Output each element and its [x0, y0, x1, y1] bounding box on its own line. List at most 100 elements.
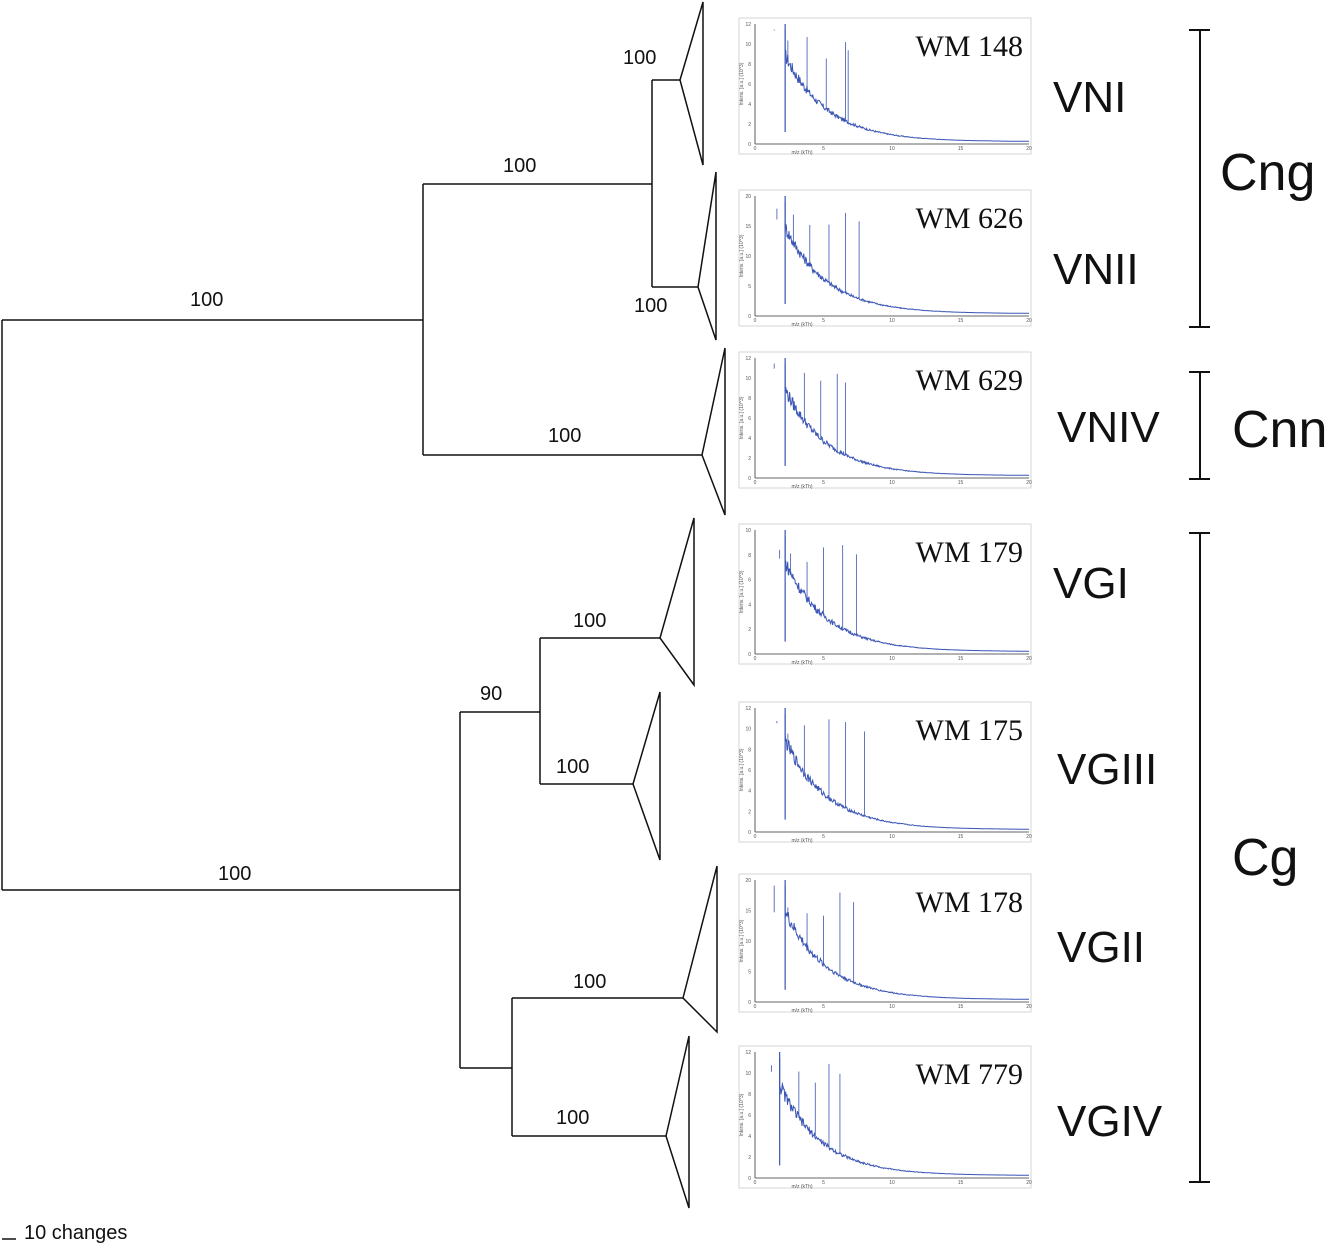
spectrum-frame — [738, 189, 1032, 327]
clade-triangle-vniv — [701, 347, 726, 516]
spectrum-x-tick-label: 5 — [822, 318, 825, 324]
spectrum-y-tick-label: 20 — [745, 878, 751, 884]
spectrum-x-axis-label: m/z (kTh) — [791, 660, 812, 666]
support-vgiv: 100 — [556, 1107, 589, 1129]
spectrum-y-axis-label: Intens. [a.u.] (10^3) — [739, 1093, 745, 1136]
group-brackets — [1189, 29, 1210, 1183]
spectrum-y-tick-label: 4 — [748, 102, 751, 108]
spectrum-x-tick-label: 10 — [889, 480, 895, 486]
spectrum-trace — [784, 29, 1029, 142]
spectrum-y-tick-label: 10 — [745, 42, 751, 48]
spectrum-y-tick-label: 0 — [748, 476, 751, 482]
spectrum-x-tick-label: 20 — [1026, 656, 1032, 662]
bracket-cg — [1189, 532, 1210, 1183]
spectrum-y-tick-label: 6 — [748, 578, 751, 584]
spectrum-x-tick-label: 0 — [754, 656, 757, 662]
type-label-vgii: VGII — [1057, 923, 1145, 972]
spectrum-y-tick-label: 6 — [748, 768, 751, 774]
spectrum-trace — [784, 363, 1029, 476]
spectrum-x-tick-label: 0 — [754, 318, 757, 324]
spectrum-x-tick-label: 15 — [958, 146, 964, 152]
spectrum-y-tick-label: 2 — [748, 809, 751, 815]
scale-bar-label: 10 changes — [24, 1222, 127, 1244]
support-vnii: 100 — [634, 295, 667, 317]
clade-triangle-vni — [679, 1, 704, 166]
spectrum-x-tick-label: 10 — [889, 656, 895, 662]
clade-triangle-vnii — [697, 171, 717, 341]
group-labels: Cng Cnn Cg — [1220, 144, 1327, 887]
spectrum-y-axis-label: Intens. [a.u.] (10^3) — [739, 396, 745, 439]
spectrum-y-tick-label: 2 — [748, 1155, 751, 1161]
spectrum-trace — [779, 1058, 1030, 1176]
spectrum-y-tick-label: 2 — [748, 122, 751, 128]
support-vni: 100 — [623, 47, 656, 69]
spectrum-y-axis-label: Intens. [a.u.] (10^3) — [739, 748, 745, 791]
spectrum-y-tick-label: 10 — [745, 528, 751, 534]
clade-triangle-vgiii — [632, 691, 661, 861]
strain-label: WM 626 — [916, 202, 1024, 235]
spectrum-y-tick-label: 2 — [748, 456, 751, 462]
spectrum-frame — [738, 523, 1032, 665]
spectrum-y-axis-label: Intens. [a.u.] (10^3) — [739, 570, 745, 613]
spectrum-y-tick-label: 10 — [745, 254, 751, 260]
spectrum-y-tick-label: 2 — [748, 627, 751, 633]
type-label-vgiv: VGIV — [1057, 1097, 1163, 1146]
spectrum-y-tick-label: 15 — [745, 224, 751, 230]
spectrum-y-tick-label: 0 — [748, 314, 751, 320]
spectrum-y-tick-label: 0 — [748, 1176, 751, 1182]
spectrum-x-tick-label: 15 — [958, 480, 964, 486]
bracket-cng — [1189, 29, 1210, 328]
spectrum-trace — [784, 201, 1029, 314]
type-label-vgi: VGI — [1053, 559, 1129, 608]
spectrum-x-tick-label: 0 — [754, 834, 757, 840]
spectrum-x-tick-label: 5 — [822, 656, 825, 662]
spectrum-y-tick-label: 20 — [745, 194, 751, 200]
spectrum-x-tick-label: 20 — [1026, 480, 1032, 486]
spectrum-x-axis-label: m/z (kTh) — [791, 484, 812, 490]
spectrum-y-tick-label: 12 — [745, 356, 751, 362]
type-label-vgiii: VGIII — [1057, 745, 1157, 794]
spectrum-x-tick-label: 20 — [1026, 1180, 1032, 1186]
spectrum-y-tick-label: 8 — [748, 553, 751, 559]
spectrum-x-tick-label: 20 — [1026, 834, 1032, 840]
spectrum-x-axis-label: m/z (kTh) — [791, 1184, 812, 1190]
spectrum-frame — [738, 1045, 1032, 1189]
tree-branches — [1, 79, 702, 1137]
spectrum-y-tick-label: 6 — [748, 1113, 751, 1119]
spectrum-y-tick-label: 12 — [745, 22, 751, 28]
spectrum-x-tick-label: 20 — [1026, 146, 1032, 152]
spectrum-x-tick-label: 5 — [822, 1004, 825, 1010]
spectrum-y-tick-label: 15 — [745, 909, 751, 915]
clade-triangle-vgi — [659, 517, 695, 688]
spectrum-x-axis-label: m/z (kTh) — [791, 838, 812, 844]
spectrum-trace — [784, 536, 1029, 652]
spectrum-x-tick-label: 10 — [889, 1004, 895, 1010]
spectrum-y-tick-label: 10 — [745, 376, 751, 382]
spectrum-trace — [784, 714, 1030, 830]
spectrum-x-tick-label: 0 — [754, 1004, 757, 1010]
spectrum-y-tick-label: 10 — [745, 727, 751, 733]
spectrum-y-tick-label: 0 — [748, 142, 751, 148]
spectrum-y-tick-label: 4 — [748, 1134, 751, 1140]
strain-label: WM 179 — [916, 536, 1024, 569]
type-label-vni: VNI — [1053, 73, 1126, 122]
spectrum-y-axis-label: Intens. [a.u.] (10^3) — [739, 62, 745, 105]
spectrum-x-tick-label: 10 — [889, 834, 895, 840]
spectrum-y-tick-label: 4 — [748, 602, 751, 608]
spectrum-trace — [784, 886, 1029, 1000]
spectrum-y-tick-label: 8 — [748, 747, 751, 753]
support-cng-cnn: 100 — [503, 155, 536, 177]
spectrum-x-tick-label: 0 — [754, 480, 757, 486]
scale-bar: 10 changes — [2, 1222, 127, 1244]
spectrum-x-tick-label: 5 — [822, 1180, 825, 1186]
spectrum-y-tick-label: 8 — [748, 62, 751, 68]
spectrum-y-axis-label: Intens. [a.u.] (10^3) — [739, 234, 745, 277]
support-root-upper: 100 — [190, 289, 223, 311]
spectrum-x-tick-label: 15 — [958, 834, 964, 840]
spectrum-x-tick-label: 10 — [889, 318, 895, 324]
spectrum-x-axis-label: m/z (kTh) — [791, 322, 812, 328]
